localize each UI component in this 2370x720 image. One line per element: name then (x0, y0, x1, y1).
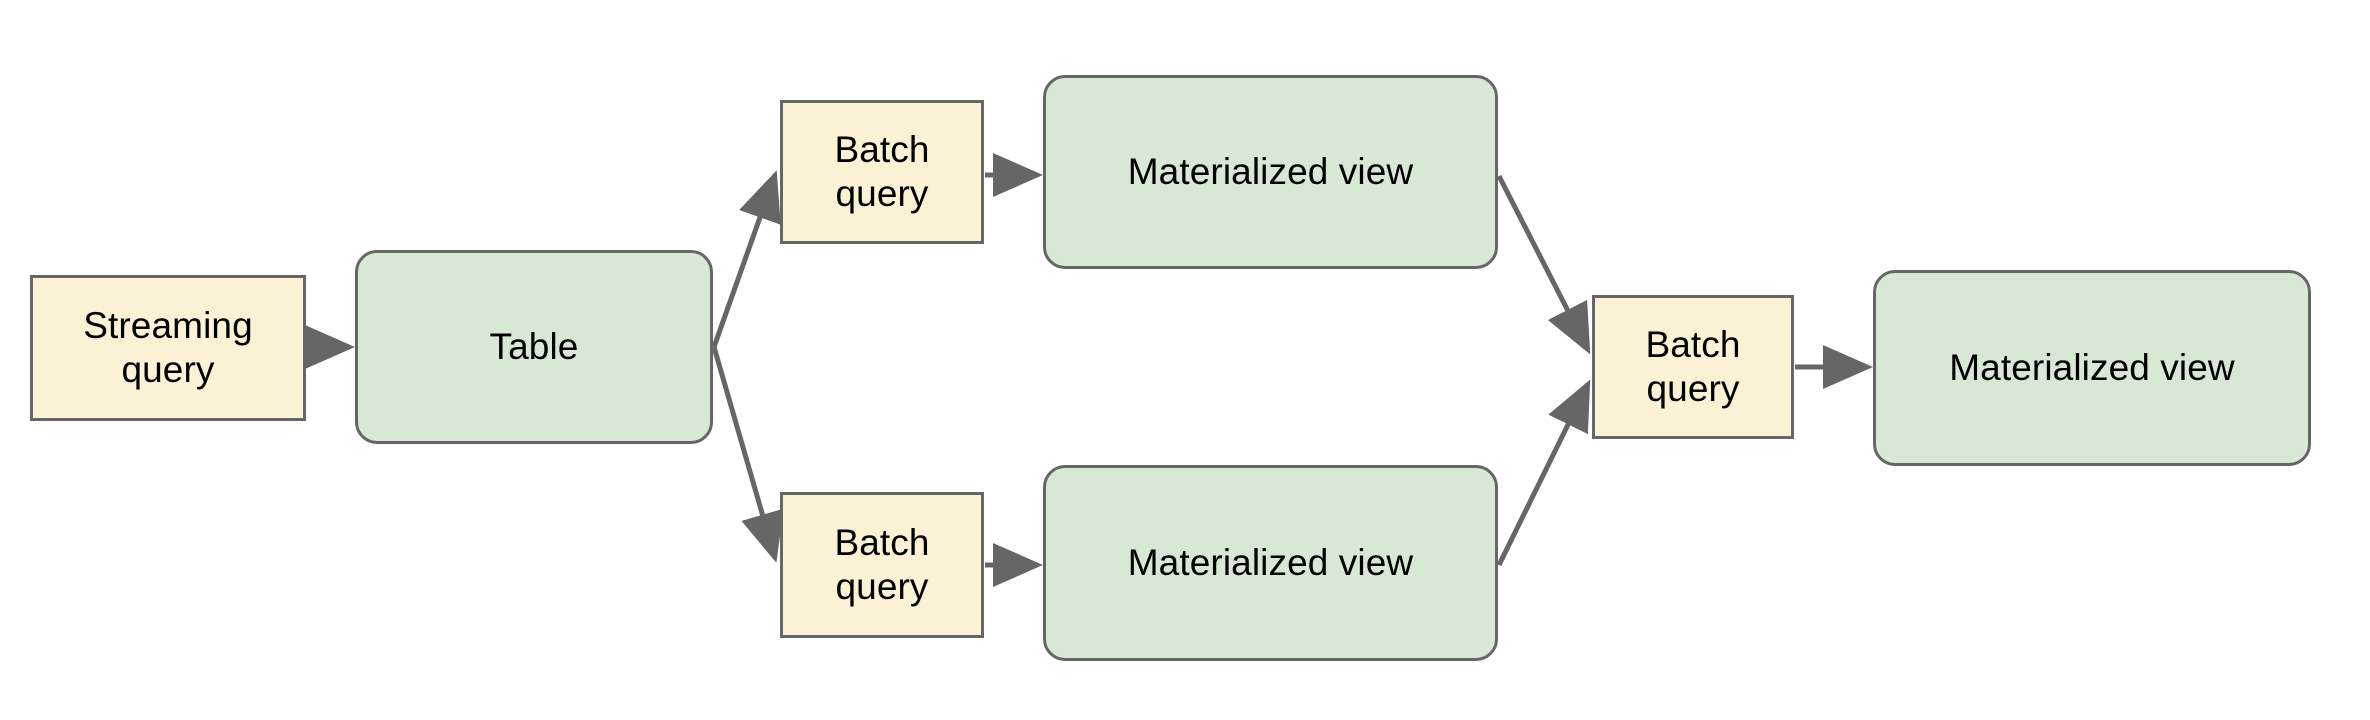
node-streaming-query-label: Streaming query (83, 305, 253, 390)
node-batch-query-middle-label: Batch query (1645, 324, 1741, 409)
node-batch-query-top[interactable]: Batch query (780, 100, 984, 244)
edge-table-to-batch-query-bottom (711, 346, 784, 563)
edge-table-to-batch-query-top (711, 170, 781, 348)
node-materialized-view-right-label: Materialized view (1949, 347, 2235, 389)
node-streaming-query[interactable]: Streaming query (30, 275, 306, 421)
node-table[interactable]: Table (355, 250, 713, 444)
node-materialized-view-top[interactable]: Materialized view (1043, 75, 1498, 269)
node-table-label: Table (489, 326, 579, 368)
node-materialized-view-top-label: Materialized view (1127, 151, 1414, 193)
node-batch-query-middle[interactable]: Batch query (1592, 295, 1794, 439)
edge-mv-bottom-to-batch-query-middle (1496, 379, 1591, 567)
node-batch-query-bottom-label: Batch query (834, 522, 930, 607)
node-materialized-view-right[interactable]: Materialized view (1873, 270, 2311, 466)
edge-mv-top-to-batch-query-middle (1496, 174, 1591, 355)
node-materialized-view-bottom[interactable]: Materialized view (1043, 465, 1498, 661)
node-batch-query-bottom[interactable]: Batch query (780, 492, 984, 638)
node-batch-query-top-label: Batch query (834, 129, 930, 214)
node-materialized-view-bottom-label: Materialized view (1127, 542, 1414, 584)
